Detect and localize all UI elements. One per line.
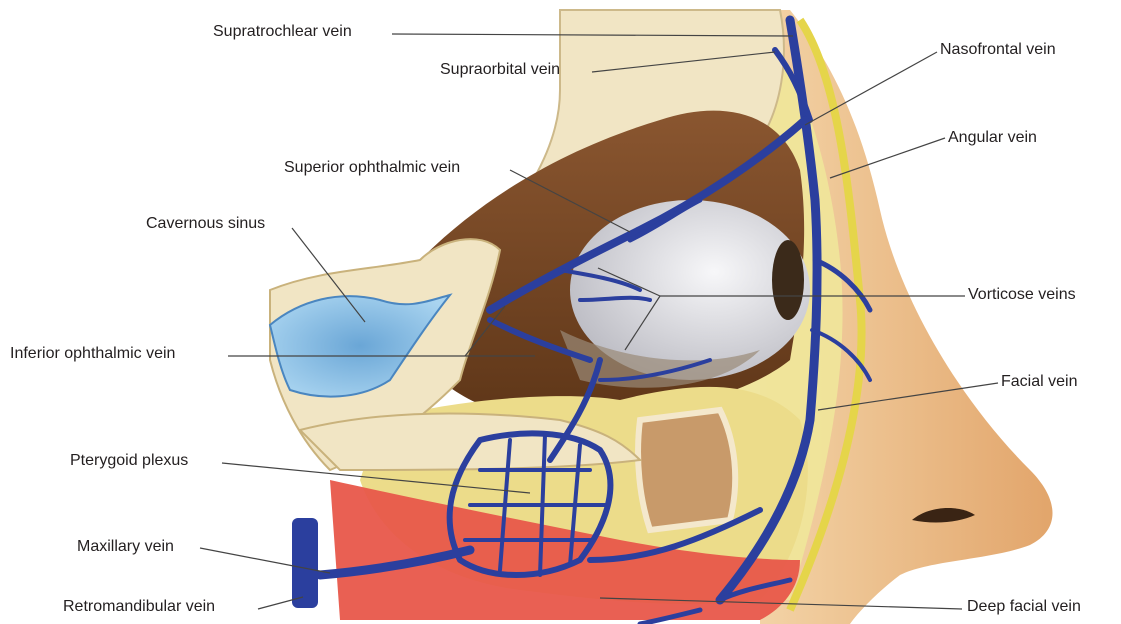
label-retromandibular-vein: Retromandibular vein [63, 598, 215, 616]
label-inferior-ophthalmic-vein: Inferior ophthalmic vein [10, 345, 175, 363]
label-supratrochlear-vein: Supratrochlear vein [213, 23, 352, 41]
iris [772, 240, 804, 320]
label-angular-vein: Angular vein [948, 129, 1037, 147]
label-pterygoid-plexus: Pterygoid plexus [70, 452, 188, 470]
label-maxillary-vein: Maxillary vein [77, 538, 174, 556]
label-deep-facial-vein: Deep facial vein [967, 598, 1081, 616]
label-vorticose-veins: Vorticose veins [968, 286, 1076, 304]
label-cavernous-sinus: Cavernous sinus [146, 215, 265, 233]
label-facial-vein: Facial vein [1001, 373, 1077, 391]
retromandibular-vein-shape [292, 518, 318, 608]
label-supraorbital-vein: Supraorbital vein [440, 61, 560, 79]
maxillary-sinus [638, 410, 735, 530]
label-superior-ophthalmic-vein: Superior ophthalmic vein [284, 159, 460, 177]
label-nasofrontal-vein: Nasofrontal vein [940, 41, 1056, 59]
